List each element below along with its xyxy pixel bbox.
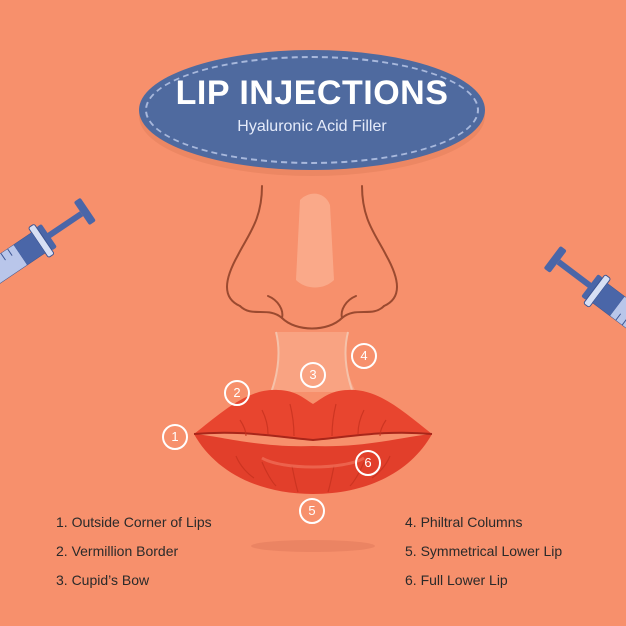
syringe-icon xyxy=(544,246,626,341)
legend-left: 1. Outside Corner of Lips 2. Vermillion … xyxy=(56,513,212,600)
lip-line xyxy=(193,431,433,442)
marker-6: 6 xyxy=(355,450,381,476)
nose-illustration xyxy=(226,185,398,330)
legend-item: 6. Full Lower Lip xyxy=(405,572,508,588)
title-badge xyxy=(139,50,485,170)
marker-2: 2 xyxy=(224,380,250,406)
legend-item: 1. Outside Corner of Lips xyxy=(56,514,212,530)
page-subtitle: Hyaluronic Acid Filler xyxy=(237,118,387,135)
legend-item: 5. Symmetrical Lower Lip xyxy=(405,543,563,559)
legend-item: 3. Cupid’s Bow xyxy=(56,572,150,588)
chin-shadow xyxy=(251,540,375,552)
page-title: LIP INJECTIONS xyxy=(175,74,449,112)
syringe-icon xyxy=(0,198,96,289)
legend-item: 4. Philtral Columns xyxy=(405,514,523,530)
lips-illustration xyxy=(193,389,433,494)
marker-4: 4 xyxy=(351,343,377,369)
marker-1: 1 xyxy=(162,424,188,450)
marker-3: 3 xyxy=(300,362,326,388)
lower-lip xyxy=(194,434,432,494)
legend-item: 2. Vermillion Border xyxy=(56,543,179,559)
upper-lip xyxy=(194,389,432,440)
nose-bridge-highlight xyxy=(296,193,334,288)
marker-5: 5 xyxy=(299,498,325,524)
legend-right: 4. Philtral Columns 5. Symmetrical Lower… xyxy=(405,513,562,600)
